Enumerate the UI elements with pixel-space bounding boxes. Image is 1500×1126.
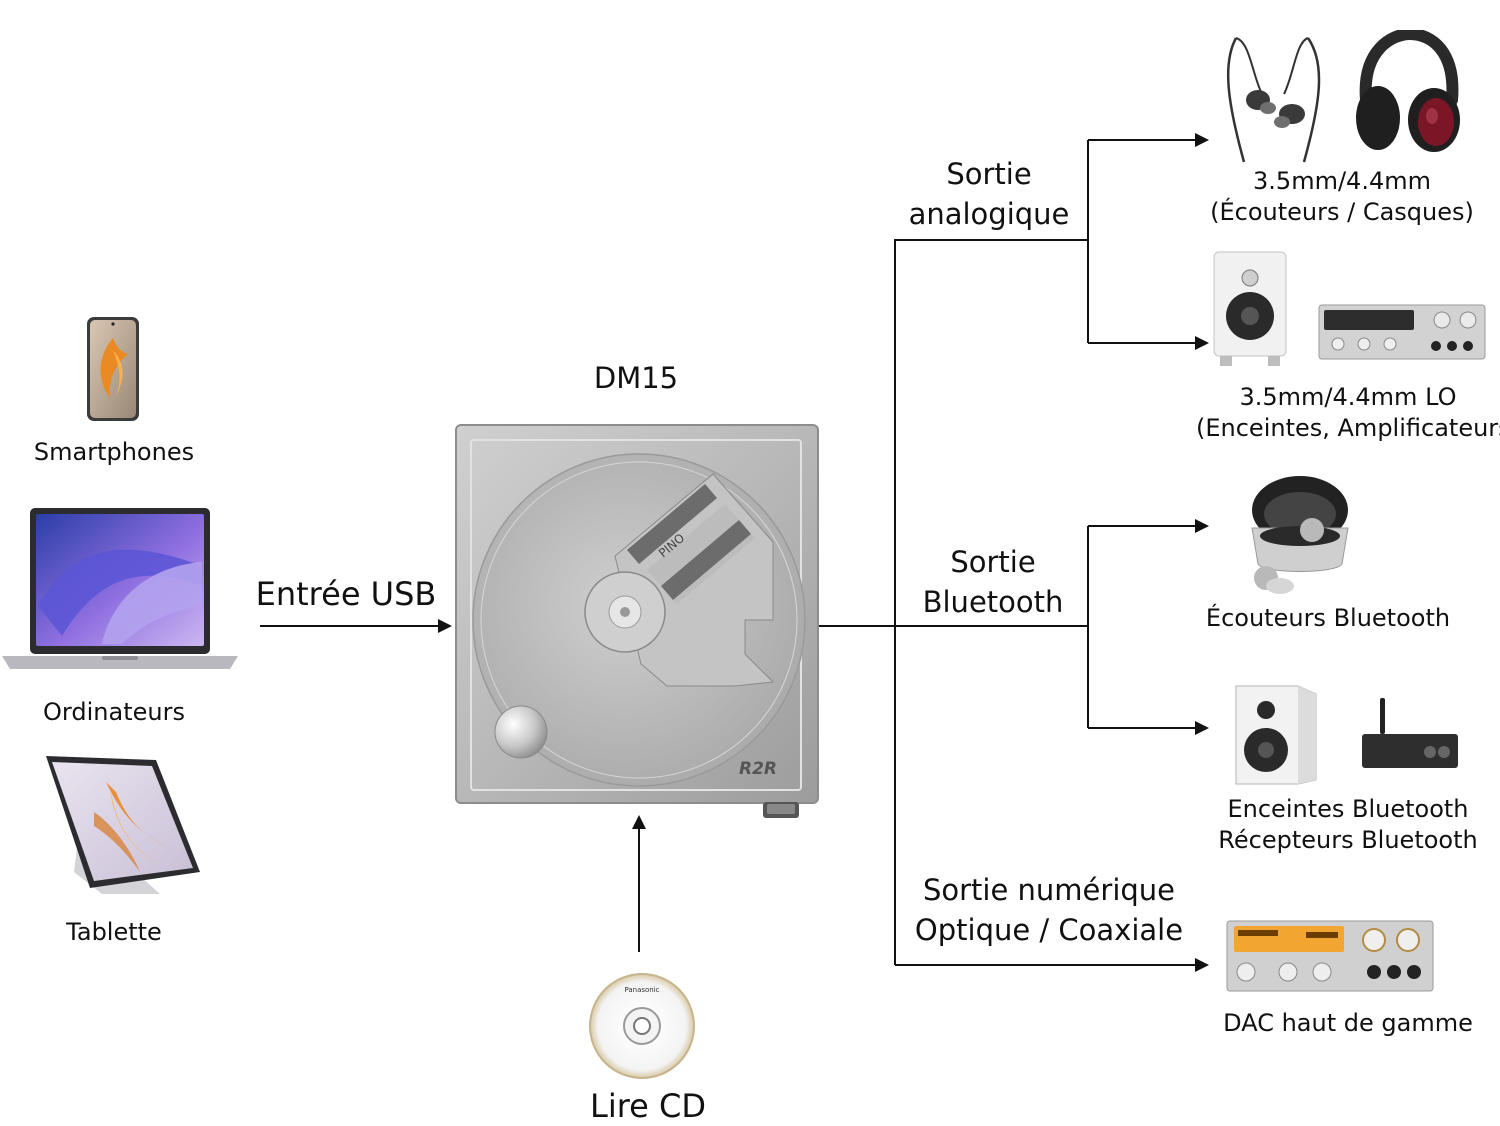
laptop-icon: [2, 508, 238, 669]
iem-earphones-icon: [1226, 37, 1321, 163]
analog-output-line1: Sortie: [946, 157, 1032, 191]
bookshelf-speaker-icon: [1213, 251, 1287, 366]
cd-brand-text: Panasonic: [624, 986, 659, 994]
bluetooth-output-label: Sortie Bluetooth: [882, 542, 1104, 622]
line-out-output-line1: 3.5mm/4.4mm LO: [1239, 383, 1457, 411]
bluetooth-output-line2: Bluetooth: [922, 585, 1064, 619]
bluetooth-speaker-icon: [1235, 685, 1317, 785]
digital-output-label: Sortie numérique Optique / Coaxiale: [894, 870, 1204, 950]
bluetooth-output-line1: Sortie: [950, 545, 1036, 579]
output-trunk: [894, 239, 1088, 965]
smartphones-label: Smartphones: [33, 438, 195, 466]
bluetooth-receiver-icon: [1362, 698, 1458, 768]
device-title: DM15: [593, 361, 679, 395]
smartphone-icon: [87, 317, 139, 421]
bluetooth-speakers-line2: Récepteurs Bluetooth: [1218, 826, 1478, 854]
digital-output-line2: Optique / Coaxiale: [914, 913, 1184, 947]
amplifier-icon: [1318, 304, 1486, 360]
headphones-output-line2: (Écouteurs / Casques): [1210, 198, 1474, 226]
headphones-output-label: 3.5mm/4.4mm (Écouteurs / Casques): [1192, 166, 1492, 228]
cd-disc-icon: Panasonic: [589, 973, 695, 1079]
bluetooth-speakers-line1: Enceintes Bluetooth: [1227, 795, 1469, 823]
dm15-cd-player: PINO R2R: [455, 424, 819, 818]
tablette-label: Tablette: [66, 918, 162, 946]
analog-output-line2: analogique: [908, 197, 1070, 231]
line-out-output-label: 3.5mm/4.4mm LO (Enceintes, Amplificateur…: [1196, 382, 1500, 444]
line-out-output-line2: (Enceintes, Amplificateurs: [1196, 414, 1500, 442]
r2r-brand-mark: R2R: [739, 759, 777, 779]
bluetooth-speakers-output-label: Enceintes Bluetooth Récepteurs Bluetooth: [1198, 794, 1498, 856]
bluetooth-earbuds-label: Écouteurs Bluetooth: [1205, 604, 1451, 632]
dac-output-label: DAC haut de gamme: [1223, 1009, 1473, 1037]
headphones-output-line1: 3.5mm/4.4mm: [1253, 167, 1431, 195]
bluetooth-earbuds-icon: [1251, 476, 1349, 594]
ordinateurs-label: Ordinateurs: [43, 698, 185, 726]
usb-input-label: Entrée USB: [255, 575, 437, 613]
tablet-icon: [46, 756, 200, 894]
headphones-icon: [1356, 30, 1460, 152]
cd-label: Lire CD: [589, 1087, 706, 1125]
digital-output-line1: Sortie numérique: [922, 873, 1176, 907]
dac-icon: [1226, 920, 1434, 992]
analog-output-label: Sortie analogique: [878, 154, 1100, 234]
